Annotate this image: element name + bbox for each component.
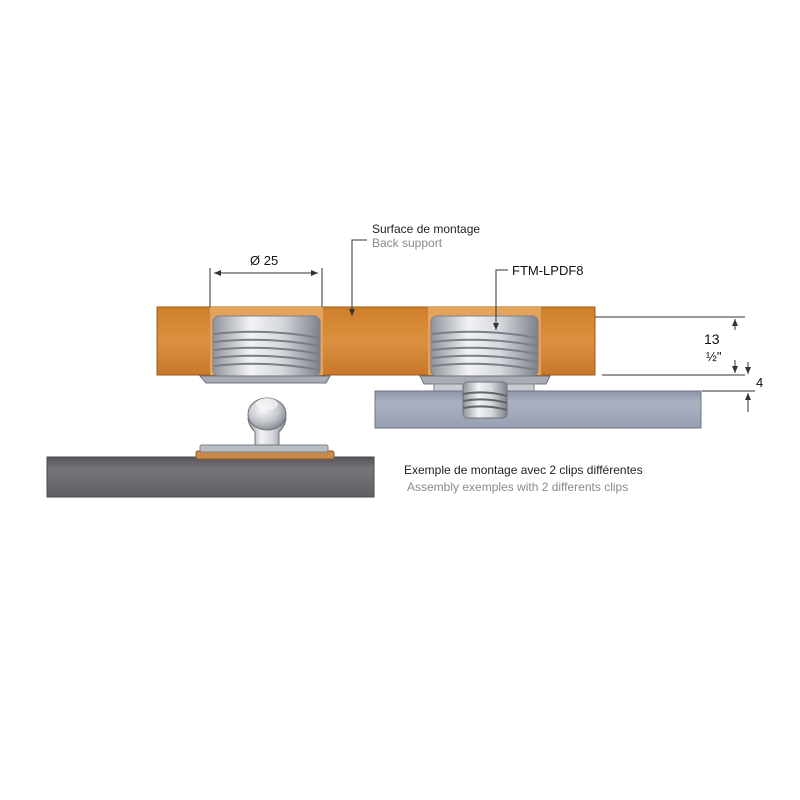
part-number-label: FTM-LPDF8 xyxy=(512,263,584,278)
right-clip-screw xyxy=(462,381,508,419)
thickness-half-inch-label: ½" xyxy=(706,349,722,364)
part-leader-line xyxy=(493,269,508,330)
left-clip-socket xyxy=(198,315,331,384)
surface-label-fr: Surface de montage xyxy=(372,222,480,236)
right-clip-socket xyxy=(419,315,551,393)
left-clip-threads xyxy=(213,330,321,371)
surface-label-en: Back support xyxy=(372,236,443,250)
caption-fr: Exemple de montage avec 2 clips différen… xyxy=(404,463,643,477)
surface-leader-line xyxy=(349,239,367,316)
thickness-dimension-lines xyxy=(595,316,755,412)
diameter-label: Ø 25 xyxy=(250,253,278,268)
thickness-13-label: 13 xyxy=(704,331,720,347)
caption-en: Assembly exemples with 2 differents clip… xyxy=(407,480,628,494)
right-mounted-panel xyxy=(374,390,702,429)
diameter-dimension xyxy=(209,268,323,307)
ball-stud xyxy=(247,397,287,446)
right-clip-threads xyxy=(431,330,539,371)
thickness-4-label: 4 xyxy=(756,375,763,390)
left-mounted-panel xyxy=(46,444,375,498)
